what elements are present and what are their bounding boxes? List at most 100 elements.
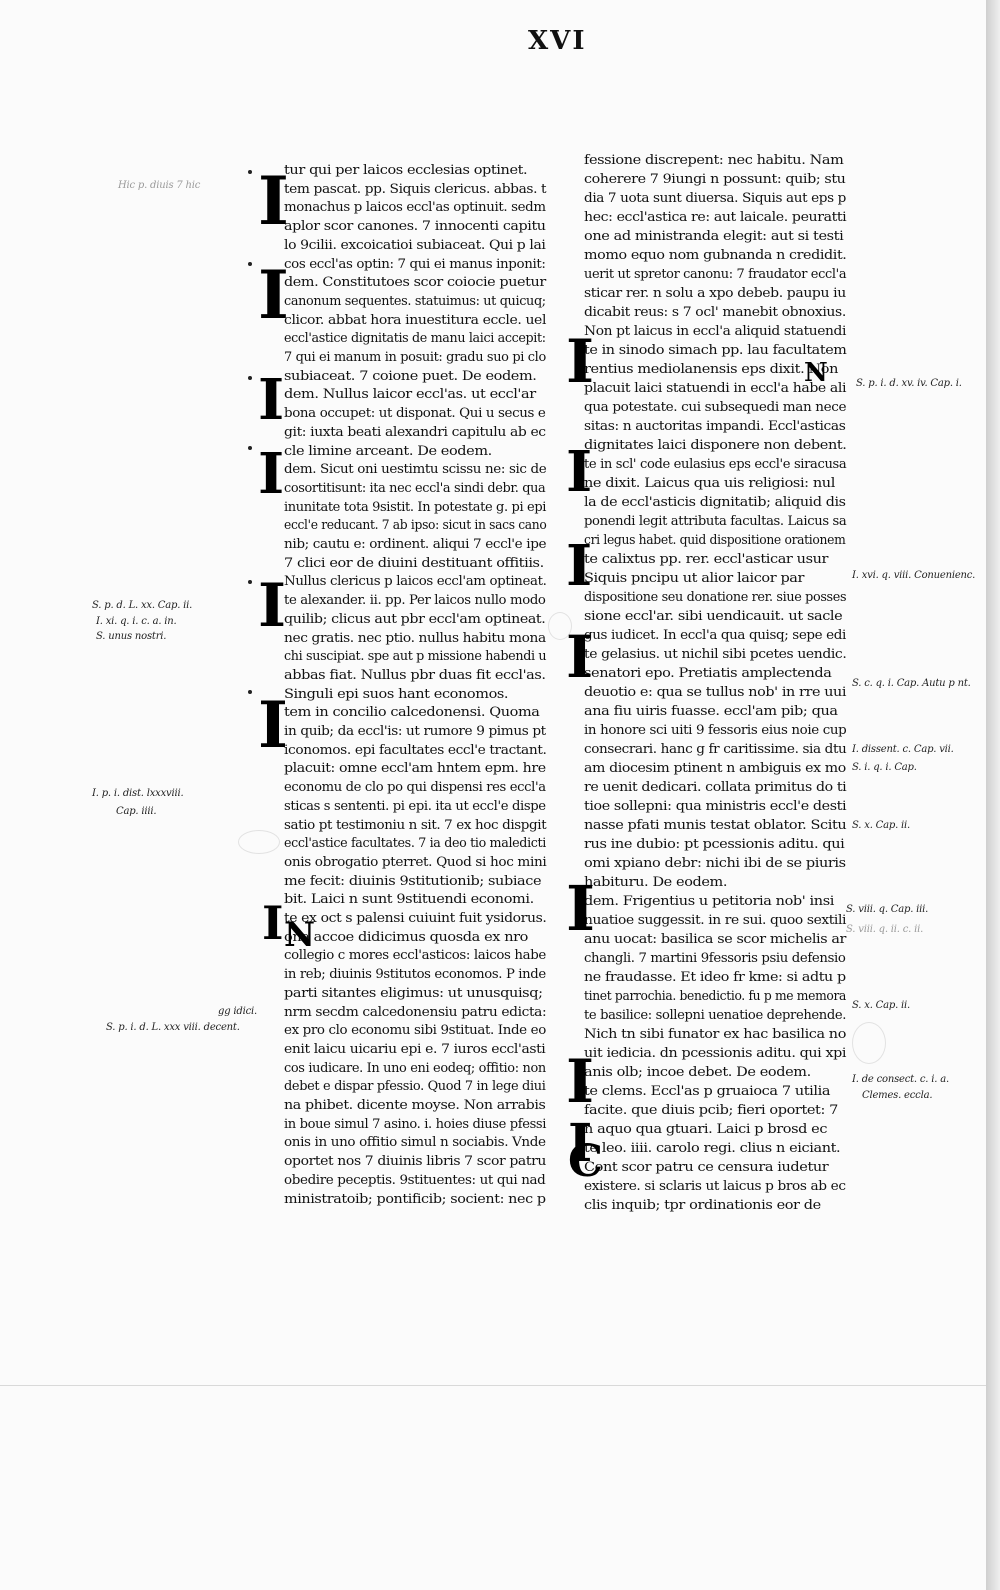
text-line: debet e dispar pfessio. Quod 7 in lege d… (284, 1078, 546, 1094)
text-line: onis in uno offitio simul n sociabis. Vn… (284, 1134, 546, 1150)
text-line: in boue simul 7 asino. i. hoies diuse pf… (284, 1115, 547, 1131)
text-line: te in scl' code eulasius eps eccl'e sira… (584, 456, 847, 471)
text-line: te calixtus pp. rer. eccl'asticar usur (584, 551, 829, 566)
text-line: chi suscipiat. spe aut p missione habend… (284, 648, 547, 664)
text-line: rus ine dubio: pt pcessionis aditu. qui (584, 836, 845, 851)
margin-note: I. dissent. c. Cap. vii. (852, 744, 954, 755)
margin-note: gg idici. (218, 1006, 257, 1017)
text-line: nuatioe suggessit. in re sui. quoo sexti… (584, 912, 847, 927)
text-line: Siquis pncipu ut alior laicor par (584, 570, 805, 585)
text-line: te gelasius. ut nichil sibi pcetes uendi… (584, 646, 847, 661)
text-line: omi xpiano debr: nichi ibi de se piuris (584, 855, 846, 870)
text-line: enit laicu uicariu epi e. 7 iuros eccl'a… (284, 1040, 546, 1056)
initial-letter: C (568, 1136, 604, 1187)
text-line: anis olb; incoe debet. De eodem. (584, 1064, 811, 1079)
text-line: dicabit reus: s 7 ocl' manebit obnoxius. (584, 304, 846, 319)
text-line: tinet parrochia. benedictio. fu p me mem… (584, 988, 847, 1003)
margin-note: I. de consect. c. i. a. (852, 1074, 949, 1085)
margin-note: I. xvi. q. viii. Conuenienc. (852, 570, 976, 581)
text-line: in reb; diuinis 9stitutos economos. P in… (284, 966, 546, 982)
text-line: dignitates laici disponere non debent. (584, 437, 847, 452)
text-line: tur qui per laicos ecclesias optinet. (284, 162, 528, 177)
margin-note: S. viii. q. ii. c. ii. (846, 924, 924, 935)
text-line: uit iedicia. dn pcessionis aditu. qui xp… (584, 1045, 847, 1060)
text-line: anu uocat: basilica se scor michelis ar (584, 931, 846, 946)
margin-note: S. unus nostri. (96, 631, 167, 642)
initial-letter: I (258, 256, 289, 334)
text-line: placuit: omne eccl'am hntem epm. hre (284, 760, 546, 776)
initial-letter: I (258, 162, 289, 240)
stain (548, 612, 572, 640)
text-line: fessione discrepent: nec habitu. Nam (584, 152, 844, 167)
initial-letter: I (566, 439, 593, 505)
text-line: economu de clo po qui dispensi res eccl'… (284, 779, 546, 795)
text-line: nib; cautu e: ordinent. aliqui 7 eccl'e … (284, 536, 547, 551)
margin-note: S. viii. q. Cap. iii. (846, 904, 929, 915)
text-line: me fecit: diuinis 9stitutionib; subiace (284, 872, 542, 888)
text-line: aplor scor canones. 7 innocenti capitu (284, 218, 546, 234)
text-line: inunitate tota 9sistit. In potestate g. … (284, 498, 547, 514)
initial-letter: I (258, 441, 285, 507)
text-line: cri legus habet. quid dispositione orati… (584, 532, 846, 547)
margin-note: S. p. d. L. xx. Cap. ii. (92, 600, 193, 611)
text-line: quilib; clicus aut pbr eccl'am optineat. (284, 610, 546, 626)
text-line: sione eccl'ar. sibi uendicauit. ut sacle (584, 608, 843, 623)
text-line: cle limine arceant. De eodem. (284, 442, 492, 458)
margin-note: S. p. i. d. L. xxx viii. decent. (106, 1022, 240, 1033)
page-crease (0, 1385, 986, 1386)
folio-number: XVI (528, 26, 587, 56)
text-line: bit. Laici n sunt 9stituendi economi. (284, 891, 534, 907)
text-line: 7 qui ei manum in posuit: gradu suo pi c… (284, 349, 546, 364)
paragraph-mark (248, 580, 252, 584)
text-line: senatori epo. Pretiatis amplectenda (584, 665, 832, 680)
text-line: abbas fiat. Nullus pbr duas fit eccl'as. (284, 666, 546, 682)
text-line: dia 7 uota sunt diuersa. Siquis aut eps … (584, 190, 846, 205)
margin-note: Hic p. diuis 7 hic (118, 180, 201, 191)
text-line: 7 clici eor de diuini destituant offitii… (284, 554, 544, 570)
text-line: in quib; da eccl'is: ut rumore 9 pimus p… (284, 723, 546, 738)
text-line: oportet nos 7 diuinis libris 7 scor patr… (284, 1153, 546, 1169)
text-line: satio pt testimoniu n sit. 7 ex hoc disp… (284, 816, 547, 832)
text-line: tem in concilio calcedonensi. Quoma (284, 704, 540, 720)
text-line: am diocesim ptinent n ambiguis ex mo (584, 760, 846, 775)
text-line: dem. Frigentius u petitoria nob' insi (584, 893, 834, 908)
text-line: uerit ut spretor canonu: 7 fraudator ecc… (584, 266, 847, 281)
margin-note: S. i. q. i. Cap. (852, 762, 917, 773)
text-line: existere. si sclaris ut laicus p bros ab… (584, 1178, 846, 1193)
page-edge (986, 0, 1000, 1590)
paragraph-mark (248, 690, 252, 694)
stain (238, 830, 280, 854)
margin-note: S. p. i. d. xv. iv. Cap. i. (856, 378, 962, 389)
text-line: sitas: n auctoritas impandi. Eccl'astica… (584, 418, 846, 433)
margin-note: S. c. q. i. Cap. Autu p nt. (852, 678, 971, 689)
text-line: collegio c mores eccl'asticos: laicos ha… (284, 947, 546, 963)
left-text-column: tur qui per laicos ecclesias optinet. tem… (284, 162, 547, 1222)
text-line: git: iuxta beati alexandri capitulu ab e… (284, 423, 546, 439)
text-line: te in sinodo simach pp. lau facultatem (584, 342, 847, 357)
text-line: sticas s sententi. pi epi. ita ut eccl'e… (284, 797, 546, 813)
margin-note: S. x. Cap. ii. (852, 1000, 910, 1011)
text-line: facite. que diuis pcib; fieri oportet: 7 (584, 1102, 838, 1117)
text-line: tem pascat. pp. Siquis clericus. abbas. … (284, 180, 547, 196)
text-line: te leo. iiii. carolo regi. clius n eicia… (584, 1140, 841, 1155)
text-line: eccl'astice facultates. 7 ia deo tio mal… (284, 835, 547, 851)
text-line: habituru. De eodem. (584, 874, 728, 889)
text-line: clicor. abbat hora inuestitura eccle. ue… (284, 311, 547, 327)
text-line: ona accoe didicimus quosda ex nro (284, 928, 528, 944)
text-line: changli. 7 martini 9fessoris psiu defens… (584, 950, 846, 965)
text-line: lo 9cilii. excoicatioi subiaceat. Qui p … (284, 236, 546, 252)
text-line: in honore sci uiti 9 fessoris eius noie … (584, 722, 847, 737)
stain (852, 1022, 886, 1064)
text-line: consecrari. hanc g fr caritissime. sia d… (584, 741, 847, 756)
text-line: ne fraudasse. Et ideo fr kme: si adtu p (584, 969, 846, 984)
text-line: na phibet. dicente moyse. Non arrabis (284, 1097, 546, 1112)
text-line: ana fiu uiris fuasse. eccl'am pib; qua (584, 703, 838, 718)
initial-letter: I (566, 533, 593, 599)
text-line: nasse pfati munis testat oblator. Scitu (584, 817, 847, 832)
text-line: ponendi legit attributa facultas. Laicus… (584, 513, 847, 528)
text-line: rentius mediolanensis eps dixit. Non (584, 361, 839, 376)
initial-letter: I (258, 571, 287, 641)
text-line: nrm secdm calcedonensiu patru edicta: (284, 1003, 547, 1019)
initial-letter: I (566, 872, 596, 945)
